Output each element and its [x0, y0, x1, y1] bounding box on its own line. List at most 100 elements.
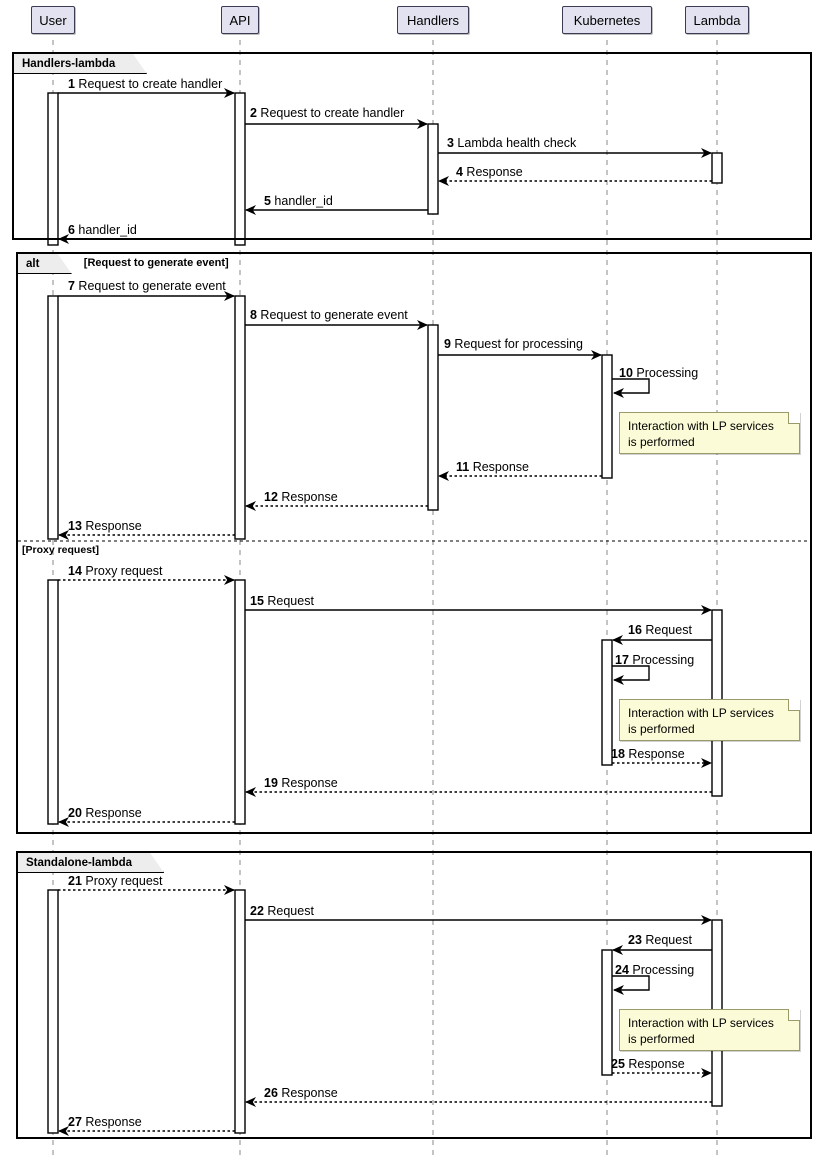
message-label-10: 10 Processing — [619, 366, 698, 380]
message-label-14: 14 Proxy request — [68, 564, 163, 578]
fragment-else-label: [Proxy request] — [22, 544, 100, 556]
fragment-alt-block — [16, 252, 812, 834]
message-label-21: 21 Proxy request — [68, 874, 163, 888]
message-label-8: 8 Request to generate event — [250, 308, 408, 322]
message-text: Response — [624, 1057, 685, 1071]
message-number: 20 — [68, 806, 82, 820]
fragment-condition-alt-block: [Request to generate event] — [83, 257, 229, 269]
activation-bar-user — [47, 295, 59, 540]
message-label-16: 16 Request — [628, 623, 692, 637]
message-number: 19 — [264, 776, 278, 790]
activation-bar-api — [234, 295, 246, 540]
message-label-20: 20 Response — [68, 806, 142, 820]
message-text: Response — [81, 806, 142, 820]
message-arrows-group — [58, 88, 712, 1136]
message-label-12: 12 Response — [264, 490, 338, 504]
message-label-22: 22 Request — [250, 904, 314, 918]
message-label-15: 15 Request — [250, 594, 314, 608]
activation-bar-api — [234, 889, 246, 1134]
message-number: 9 — [444, 337, 451, 351]
activation-bar-user — [47, 92, 59, 246]
message-text: Proxy request — [81, 564, 163, 578]
message-text: Processing — [628, 653, 695, 667]
message-label-19: 19 Response — [264, 776, 338, 790]
message-number: 22 — [250, 904, 264, 918]
message-number: 17 — [615, 653, 629, 667]
message-text: Response — [81, 1115, 142, 1129]
participant-label: User — [39, 12, 67, 28]
self-message-arrow-10 — [612, 378, 650, 398]
note-note-3: Interaction with LP services is performe… — [619, 1009, 800, 1051]
message-number: 15 — [250, 594, 264, 608]
message-number: 5 — [264, 194, 271, 208]
message-label-1: 1 Request to create handler — [68, 77, 222, 91]
activation-bar-api — [234, 92, 246, 246]
participant-label: API — [229, 12, 251, 28]
message-label-4: 4 Response — [456, 165, 523, 179]
note-text: Interaction with LP services is performe… — [628, 706, 774, 736]
message-text: handler_id — [74, 223, 137, 237]
message-text: Response — [624, 747, 685, 761]
self-message-arrow-17 — [612, 665, 650, 685]
activation-bar-api — [234, 579, 246, 825]
message-text: Processing — [628, 963, 695, 977]
message-label-13: 13 Response — [68, 519, 142, 533]
note-text: Interaction with LP services is performe… — [628, 1016, 774, 1046]
participant-handlers[interactable]: Handlers — [397, 6, 469, 34]
message-text: Request — [263, 904, 314, 918]
message-text: Processing — [632, 366, 699, 380]
participant-label: Handlers — [406, 12, 460, 28]
message-label-25: 25 Response — [611, 1057, 685, 1071]
message-label-18: 18 Response — [611, 747, 685, 761]
message-label-11: 11 Response — [456, 460, 529, 474]
fragment-standalone-lambda — [16, 851, 812, 1139]
message-text: Request — [263, 594, 314, 608]
note-fold-corner-icon — [788, 412, 800, 424]
message-number: 3 — [447, 136, 454, 150]
fragment-tab-handlers-lambda: Handlers-lambda — [14, 54, 147, 74]
message-number: 18 — [611, 747, 625, 761]
message-label-27: 27 Response — [68, 1115, 142, 1129]
message-label-3: 3 Lambda health check — [447, 136, 576, 150]
fragment-tab-label: Standalone-lambda — [26, 856, 133, 869]
note-fold-corner-icon — [788, 699, 800, 711]
fragment-tab-label: alt — [26, 257, 40, 270]
message-text: Response — [277, 776, 338, 790]
message-label-17: 17 Processing — [615, 653, 694, 667]
activation-bar-handlers — [427, 123, 439, 215]
activation-bar-handlers — [427, 324, 439, 511]
message-number: 10 — [619, 366, 633, 380]
message-number: 11 — [456, 460, 470, 474]
message-label-24: 24 Processing — [615, 963, 694, 977]
activation-bar-user — [47, 579, 59, 825]
fragment-handlers-lambda — [12, 52, 812, 240]
note-note-2: Interaction with LP services is performe… — [619, 699, 800, 741]
self-message-arrow-24 — [612, 975, 650, 995]
message-text: Response — [469, 460, 529, 474]
message-label-6: 6 handler_id — [68, 223, 137, 237]
message-text: Request — [641, 623, 692, 637]
message-number: 14 — [68, 564, 82, 578]
message-text: Response — [277, 490, 338, 504]
message-number: 6 — [68, 223, 75, 237]
message-text: Response — [277, 1086, 338, 1100]
note-text: Interaction with LP services is performe… — [628, 419, 774, 449]
participant-label: Lambda — [693, 12, 741, 28]
participant-api[interactable]: API — [221, 6, 259, 34]
message-number: 12 — [264, 490, 278, 504]
participant-user[interactable]: User — [31, 6, 75, 34]
message-number: 8 — [250, 308, 257, 322]
message-label-2: 2 Request to create handler — [250, 106, 404, 120]
message-number: 23 — [628, 933, 642, 947]
activation-bar-kubernetes — [601, 354, 613, 479]
participant-lambda[interactable]: Lambda — [685, 6, 749, 34]
message-label-5: 5 handler_id — [264, 194, 333, 208]
activation-bar-kubernetes — [601, 639, 613, 766]
message-text: Response — [462, 165, 523, 179]
message-number: 7 — [68, 279, 75, 293]
fragment-tab-label: Handlers-lambda — [22, 57, 116, 70]
activation-bar-user — [47, 889, 59, 1134]
participant-kubernetes[interactable]: Kubernetes — [562, 6, 652, 34]
message-number: 2 — [250, 106, 257, 120]
